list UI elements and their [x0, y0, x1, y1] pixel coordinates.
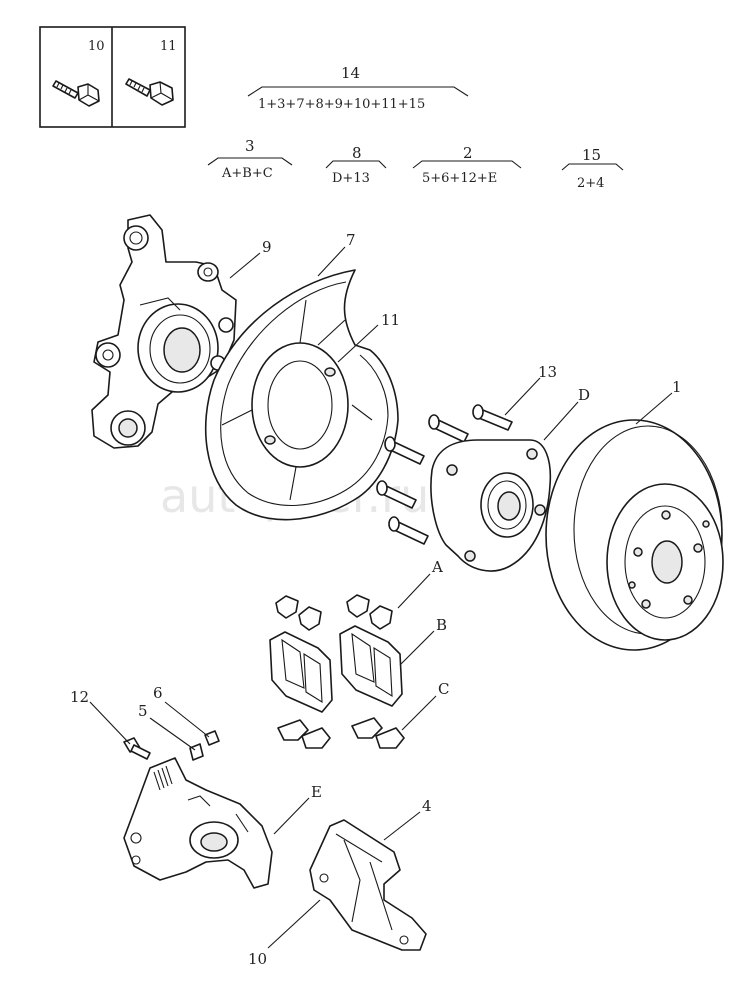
- bleeder-cap: [204, 730, 220, 746]
- assembly-formula: D+13: [332, 171, 370, 186]
- hub-bolt-icon: [384, 436, 425, 465]
- assembly-id: 15: [582, 146, 601, 164]
- assembly-2: 2 5+6+12+E: [412, 144, 522, 186]
- hub-bolt-icon: [472, 404, 513, 431]
- assembly-id: 8: [352, 144, 362, 162]
- callout-D: D: [578, 386, 590, 404]
- callout-C: C: [438, 680, 449, 698]
- callout-E: E: [311, 783, 322, 801]
- assembly-formula: A+B+C: [221, 166, 273, 181]
- assembly-formula: 1+3+7+8+9+10+11+15: [258, 97, 425, 112]
- assembly-14: 14 1+3+7+8+9+10+11+15: [247, 64, 469, 112]
- hub-bolt-icon: [376, 480, 417, 509]
- callout-B: B: [436, 616, 447, 634]
- hub-bolt-icon: [388, 516, 429, 545]
- hub-bolts: [376, 404, 513, 545]
- assembly-3: 3 A+B+C: [207, 137, 293, 181]
- brake-disc: [545, 419, 724, 651]
- bolt-10-icon: [52, 80, 100, 107]
- caliper-bracket: [309, 819, 427, 951]
- callout-6: 6: [153, 684, 163, 702]
- inset-label-11: 11: [160, 39, 177, 54]
- inset-label-10: 10: [88, 39, 105, 54]
- dust-shield: [204, 269, 399, 521]
- callout-A: A: [431, 558, 443, 576]
- callout-13: 13: [538, 363, 557, 381]
- callout-10: 10: [248, 950, 267, 968]
- assembly-15: 15 2+4: [561, 146, 624, 191]
- pad-shims: [277, 717, 405, 749]
- callout-7: 7: [346, 231, 356, 249]
- assembly-id: 2: [463, 144, 473, 162]
- brake-pads: [269, 625, 403, 713]
- wheel-hub: [430, 439, 552, 572]
- callout-1: 1: [672, 378, 682, 396]
- bolt-inset: 10 11: [39, 26, 186, 128]
- steering-knuckle: [91, 214, 237, 449]
- assembly-formula: 5+6+12+E: [422, 171, 497, 186]
- callout-12: 12: [70, 688, 89, 706]
- callout-11: 11: [381, 311, 400, 329]
- assembly-formula: 2+4: [577, 176, 604, 191]
- brake-caliper: [123, 757, 273, 889]
- callout-4: 4: [422, 797, 432, 815]
- assembly-8: 8 D+13: [325, 144, 387, 186]
- leader-lines: [89, 246, 673, 949]
- pad-clips: [275, 594, 393, 631]
- callout-5: 5: [138, 702, 148, 720]
- bolt-11-icon: [125, 78, 174, 106]
- bleeder-screw: [189, 743, 204, 761]
- callout-9: 9: [262, 238, 272, 256]
- assembly-id: 3: [245, 137, 255, 155]
- hub-bolt-icon: [428, 414, 469, 443]
- assembly-id: 14: [341, 64, 360, 82]
